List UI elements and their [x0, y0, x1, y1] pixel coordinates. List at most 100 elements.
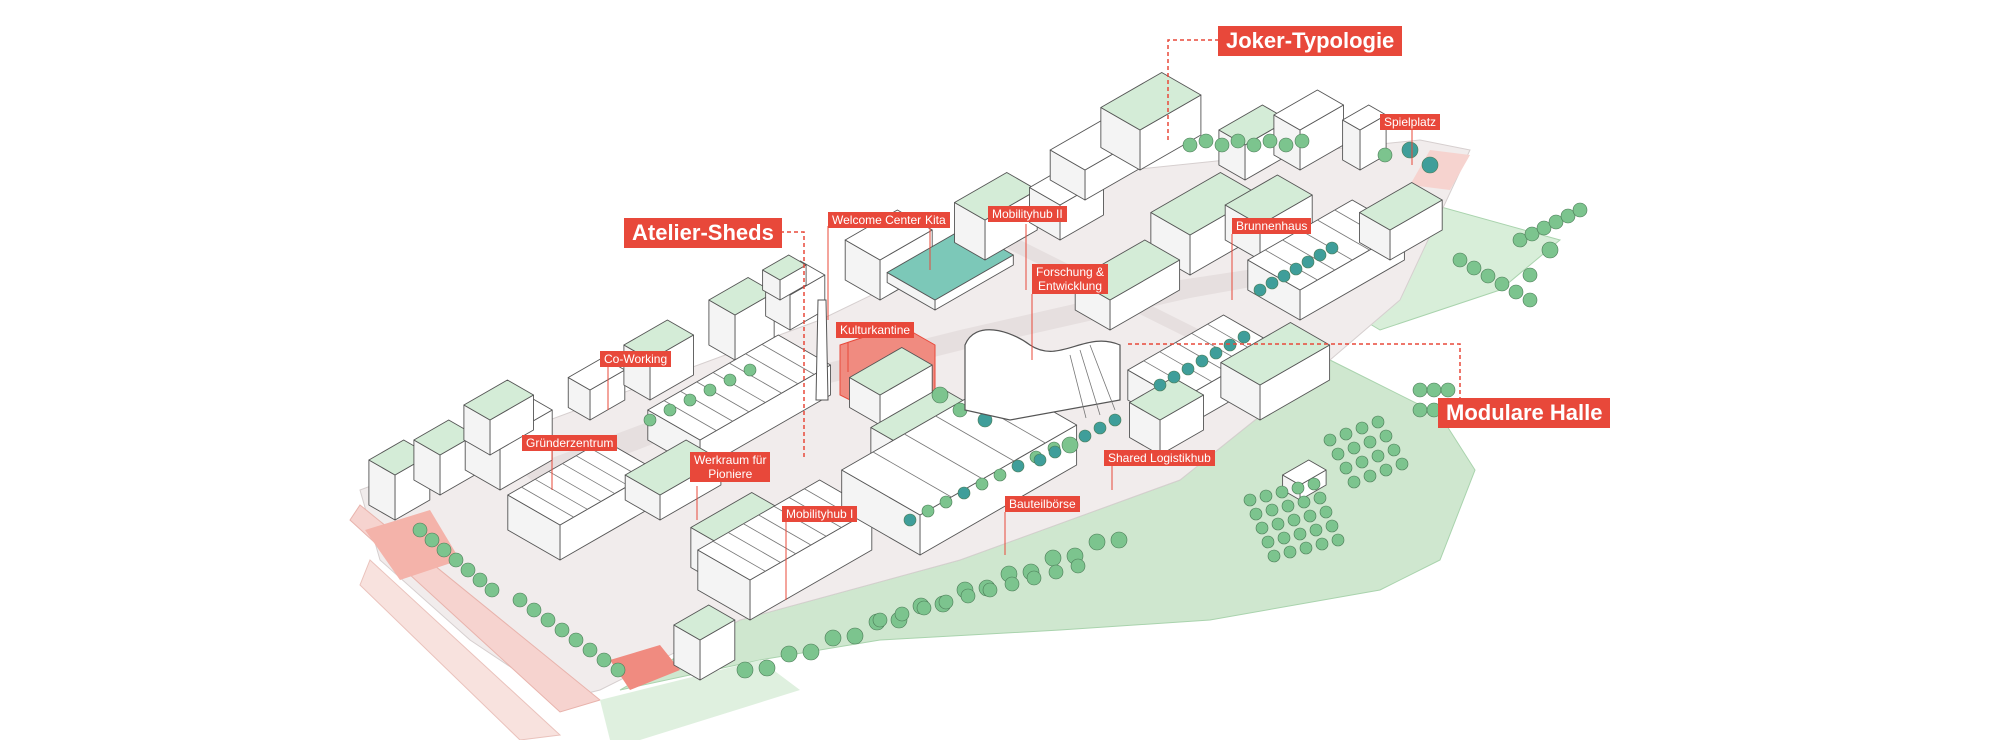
park-tree	[1371, 415, 1385, 429]
west-tree	[582, 642, 598, 658]
ne-tree	[1182, 137, 1198, 153]
building-ne-3	[1342, 104, 1387, 171]
park-tree	[1293, 527, 1307, 541]
label-spielplatz: Spielplatz	[1380, 114, 1441, 130]
west-tree	[424, 532, 440, 548]
west-tree	[610, 662, 626, 678]
park-tree	[1297, 495, 1311, 509]
park-tree	[802, 643, 820, 661]
park-tree	[1277, 531, 1291, 545]
street-tree	[921, 504, 935, 518]
park-tree	[1412, 382, 1428, 398]
park-tree	[982, 582, 998, 598]
street-tree	[643, 413, 657, 427]
label-welcome-center: Welcome Center	[828, 212, 926, 228]
park-tree	[1026, 570, 1042, 586]
park-tree	[758, 659, 776, 677]
label-forschung-entwicklung: Forschung & Entwicklung	[1032, 264, 1109, 294]
label-kita: Kita	[921, 212, 950, 228]
street-tree	[1209, 346, 1223, 360]
street-tree	[1153, 378, 1167, 392]
east-tree	[1560, 208, 1576, 224]
building-west-3	[463, 379, 534, 456]
west-tree	[526, 602, 542, 618]
park-tree	[780, 645, 798, 663]
street-tree	[993, 468, 1007, 482]
park-tree	[1339, 427, 1353, 441]
park-tree	[894, 606, 910, 622]
street-tree	[1277, 269, 1291, 283]
park-tree	[1267, 549, 1281, 563]
park-tree	[1265, 503, 1279, 517]
west-tree	[472, 572, 488, 588]
green-strip	[600, 660, 800, 740]
park-tree	[1299, 541, 1313, 555]
label-brunnenhaus: Brunnenhaus	[1232, 218, 1312, 234]
west-tree	[460, 562, 476, 578]
building-west-1	[368, 439, 431, 521]
park-tree	[1315, 537, 1329, 551]
modulare-halle-building	[964, 329, 1121, 421]
west-tree	[554, 622, 570, 638]
east-tree	[1522, 267, 1538, 283]
modulare-halle-facade	[1069, 344, 1116, 419]
central-tree	[1061, 436, 1079, 454]
park-tree	[1339, 461, 1353, 475]
park-tree	[1387, 443, 1401, 457]
west-tree	[512, 592, 528, 608]
street-tree	[1301, 255, 1315, 269]
central-tree	[931, 386, 949, 404]
street-tree	[703, 383, 717, 397]
street-tree	[663, 403, 677, 417]
park-tree	[1426, 382, 1442, 398]
label-joker-typologie: Joker-Typologie	[1218, 26, 1403, 56]
small-leaders	[551, 128, 1413, 600]
label-bauteilboerse: Bauteilbörse	[1005, 496, 1080, 512]
park-tree	[916, 600, 932, 616]
ne-tree	[1262, 133, 1278, 149]
street-tree	[957, 486, 971, 500]
ne-tree	[1401, 141, 1419, 159]
red-field-west	[365, 510, 460, 580]
east-tree	[1452, 252, 1468, 268]
ne-tree	[1294, 133, 1310, 149]
park-tree	[1379, 463, 1393, 477]
building-logistik-2	[1220, 322, 1331, 421]
park-tree	[1347, 441, 1361, 455]
east-tree	[1524, 226, 1540, 242]
park-tree	[1255, 521, 1269, 535]
street-tree	[1313, 248, 1327, 262]
trees-group	[412, 133, 1588, 679]
park-tree	[1347, 475, 1361, 489]
label-mobilityhub-1: Mobilityhub I	[782, 506, 858, 522]
street-tree	[1325, 241, 1339, 255]
atelier-leader	[766, 231, 805, 460]
park-tree	[1371, 449, 1385, 463]
label-co-working: Co-Working	[600, 351, 672, 367]
park-tree	[1313, 491, 1327, 505]
park-tree	[1440, 382, 1456, 398]
building-south-small	[673, 604, 736, 681]
park-tree	[1307, 477, 1321, 491]
building-nw-3	[762, 254, 807, 301]
ne-tree	[1198, 133, 1214, 149]
park-tree	[1355, 421, 1369, 435]
ne-tree	[1230, 133, 1246, 149]
street-tree	[975, 477, 989, 491]
street-tree	[723, 373, 737, 387]
park-tree	[960, 588, 976, 604]
street-tree	[1195, 354, 1209, 368]
street-tree	[1265, 276, 1279, 290]
building-shared-logistikhub	[1129, 377, 1204, 456]
label-forschung-line1: Forschung &	[1036, 265, 1105, 279]
park-tree	[938, 594, 954, 610]
park-tree	[1110, 531, 1128, 549]
park-tree	[1325, 519, 1339, 533]
label-mobilityhub-2: Mobilityhub II	[988, 206, 1067, 222]
park-tree	[1395, 457, 1409, 471]
label-kulturkantine: Kulturkantine	[836, 322, 915, 338]
east-tree	[1522, 292, 1538, 308]
park-tree	[1309, 523, 1323, 537]
street-tree	[1253, 283, 1267, 297]
